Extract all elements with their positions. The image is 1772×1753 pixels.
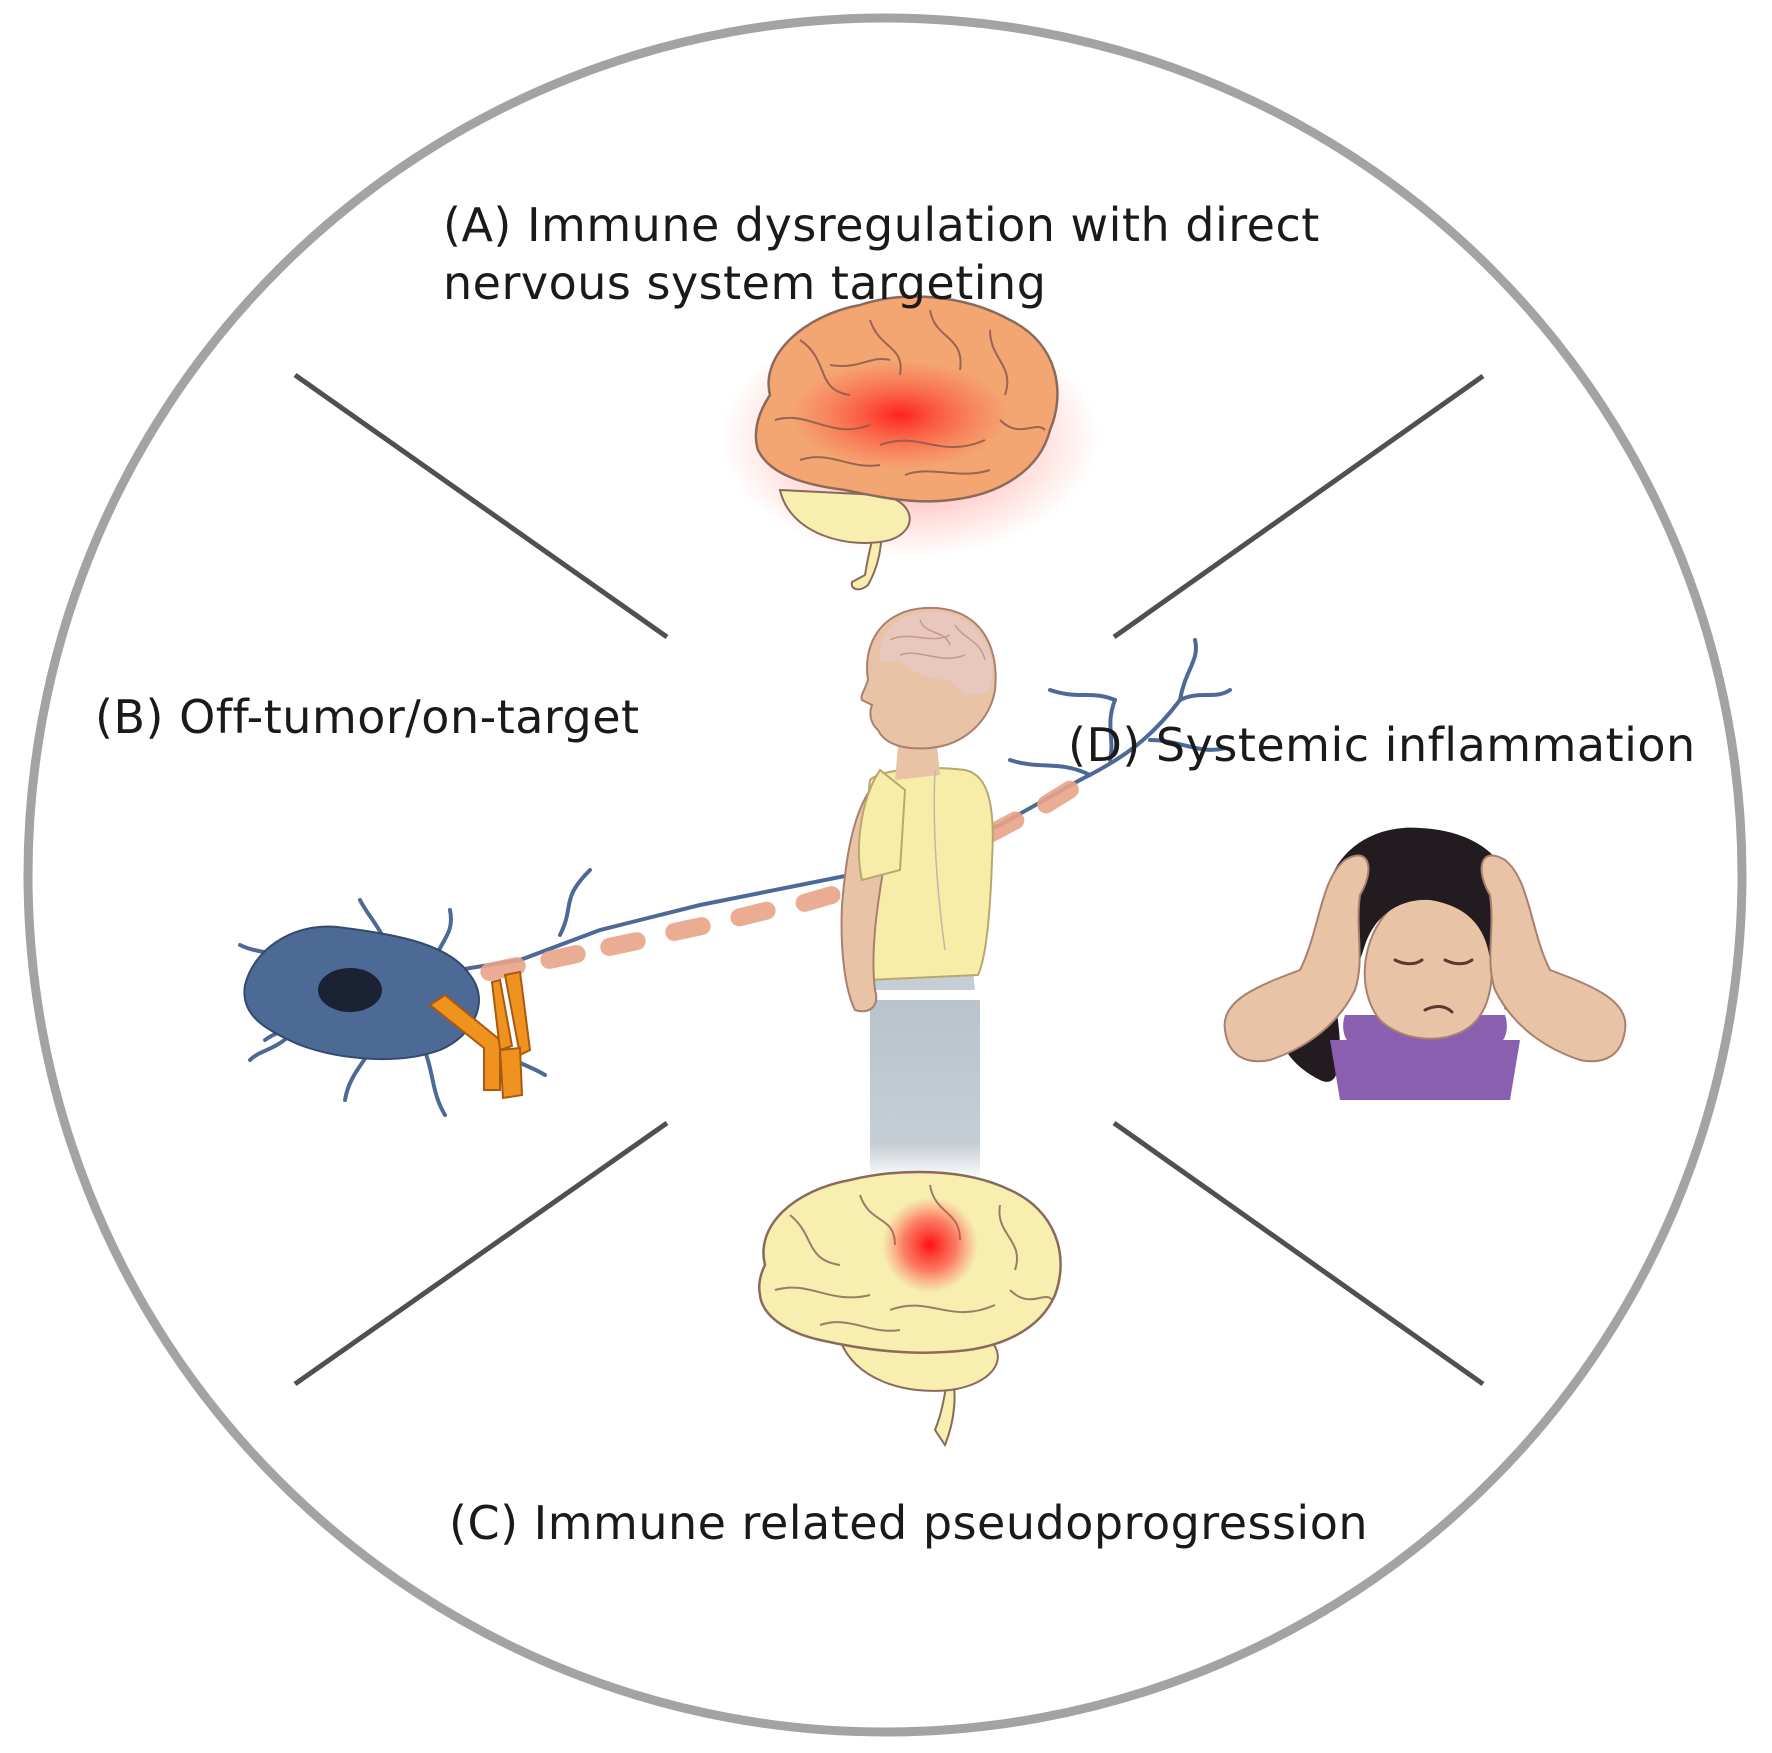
divider-top-right — [1112, 373, 1485, 640]
divider-top-left — [293, 372, 669, 640]
label-a-line2: nervous system targeting — [443, 256, 1047, 310]
label-d: (D) Systemic inflammation — [1068, 718, 1696, 772]
divider-bottom-right — [1112, 1120, 1485, 1387]
child-figure-icon — [840, 606, 997, 1180]
outer-circle — [23, 13, 1747, 1737]
label-a-line1: (A) Immune dysregulation with direct — [443, 198, 1320, 252]
antibody-icon — [428, 970, 532, 1100]
label-a: (A) Immune dysregulation with direct ner… — [443, 196, 1320, 312]
headache-girl-icon — [1223, 827, 1627, 1100]
brain-lesion-icon — [757, 1170, 1062, 1448]
label-c: (C) Immune related pseudoprogression — [449, 1496, 1368, 1550]
label-b: (B) Off-tumor/on-target — [95, 690, 640, 744]
inflamed-brain-icon — [720, 295, 1100, 591]
divider-bottom-left — [293, 1120, 669, 1387]
